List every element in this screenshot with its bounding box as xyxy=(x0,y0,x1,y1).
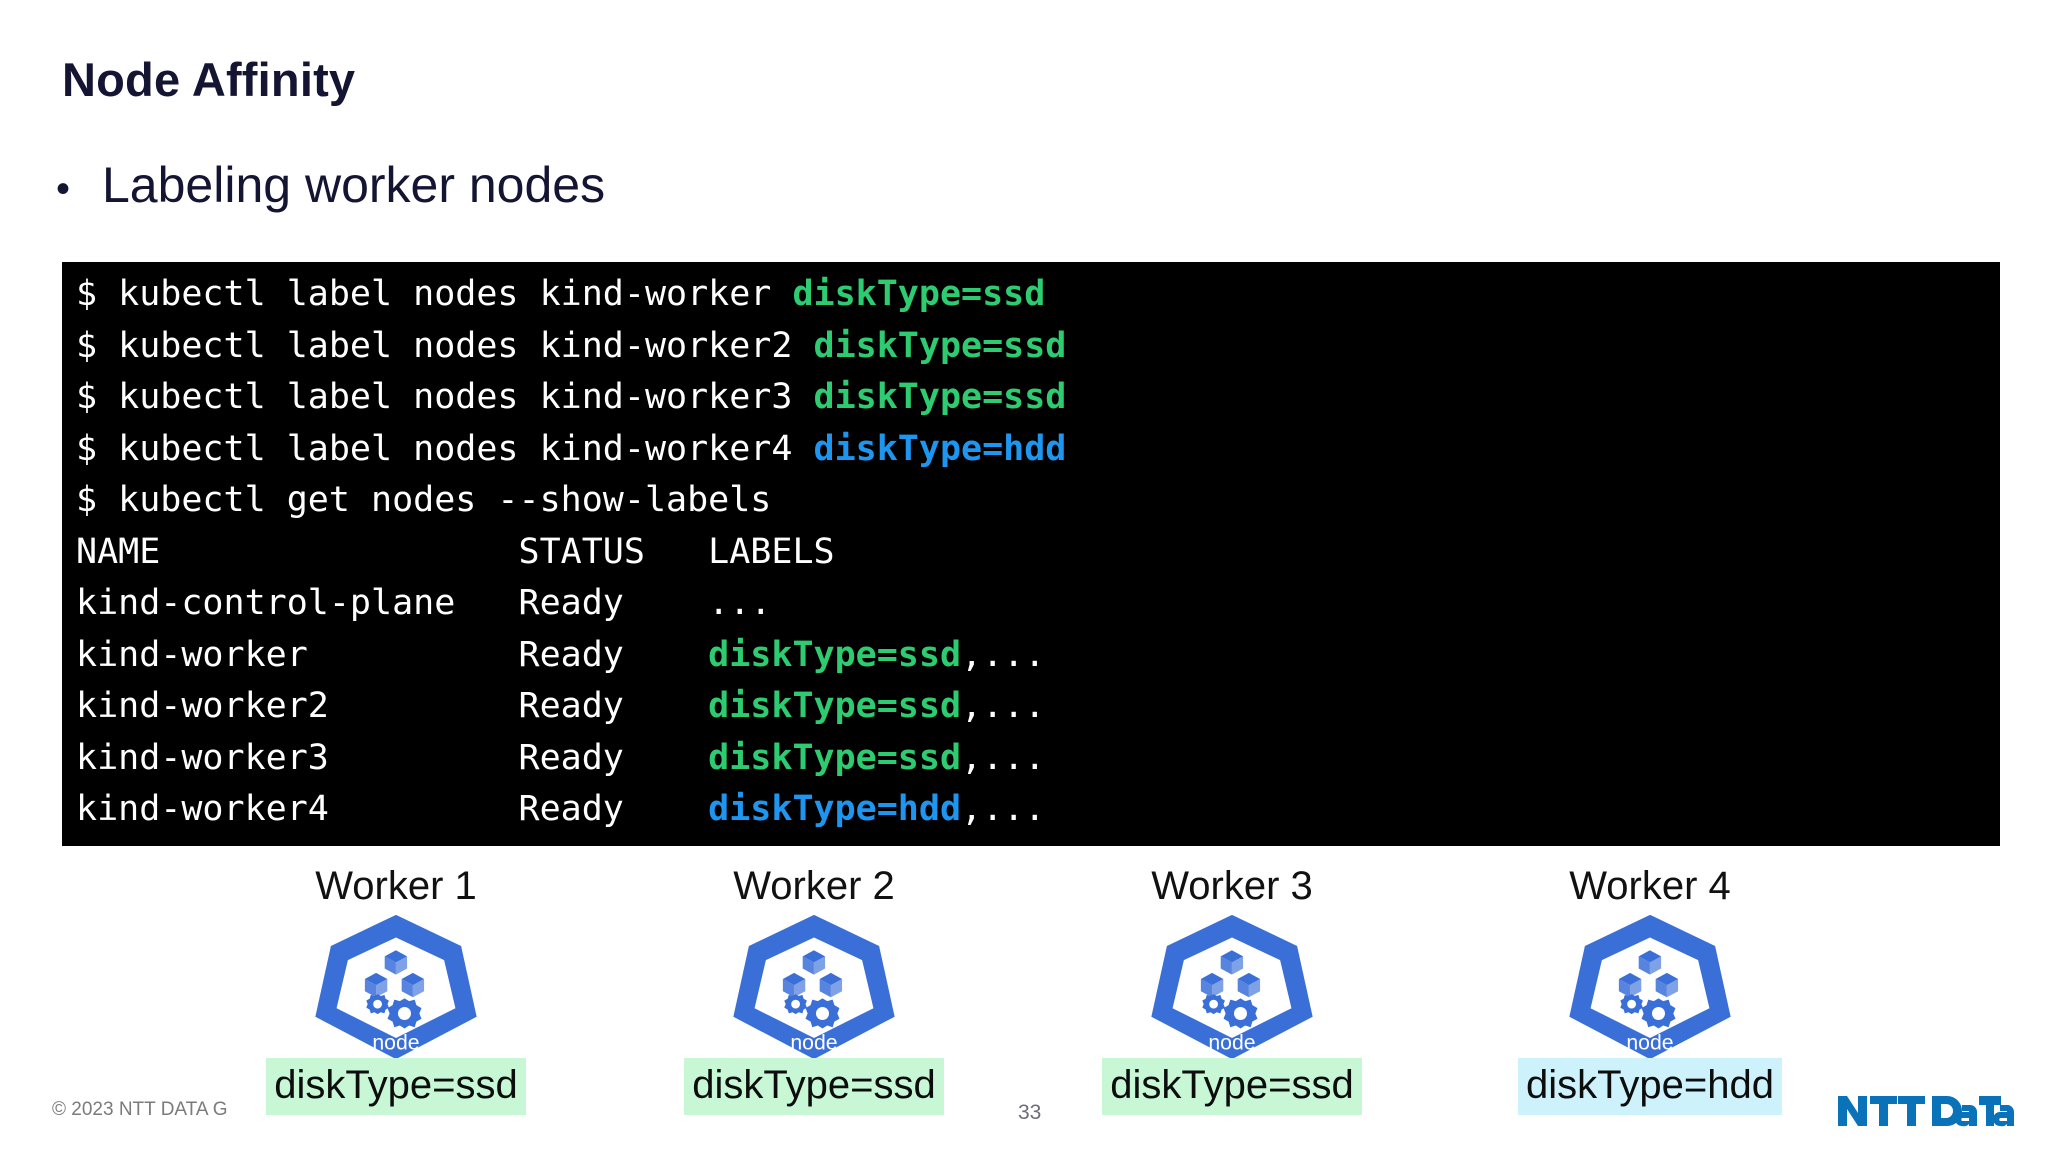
page-title: Node Affinity xyxy=(62,53,356,106)
terminal-line: NAME STATUS LABELS xyxy=(62,527,2000,579)
terminal-token-green: diskType=ssd xyxy=(708,737,962,778)
ntt-data-logo xyxy=(1836,1090,2016,1132)
terminal-line: $ kubectl get nodes --show-labels xyxy=(62,475,2000,527)
worker-node-label-row: diskType=hdd xyxy=(1500,1058,1800,1116)
kubernetes-node-icon-wrapper: node xyxy=(246,912,546,1062)
worker-node-title: Worker 1 xyxy=(315,864,477,908)
terminal-token-plain: $ kubectl label nodes kind-worker4 xyxy=(76,428,814,469)
kubernetes-node-icon-wrapper: node xyxy=(1082,912,1382,1062)
terminal-token-plain: ,... xyxy=(961,737,1046,778)
svg-text:node: node xyxy=(372,1031,419,1054)
page-number: 33 xyxy=(1018,1101,1042,1124)
kubernetes-node-icon-wrapper: node xyxy=(664,912,964,1062)
svg-text:node: node xyxy=(1208,1031,1255,1054)
terminal-token-plain: kind-worker Ready xyxy=(76,634,709,675)
terminal-token-plain: kind-worker4 Ready xyxy=(76,789,709,829)
terminal-line: kind-worker4 Ready diskType=hdd,... xyxy=(62,784,2000,836)
worker-node-card: Worker 3 xyxy=(1082,864,1382,1116)
terminal-line: $ kubectl label nodes kind-worker3 diskT… xyxy=(62,372,2000,424)
worker-node-label-row: diskType=ssd xyxy=(246,1058,546,1116)
kubernetes-node-icon-wrapper: node xyxy=(1500,912,1800,1062)
terminal-token-green: diskType=ssd xyxy=(708,686,962,726)
terminal-token-plain: $ kubectl label nodes kind-worker xyxy=(76,274,793,314)
svg-text:node: node xyxy=(1626,1031,1673,1054)
terminal-token-plain: ,... xyxy=(961,686,1046,726)
kubernetes-node-icon: node xyxy=(315,914,477,1060)
bullet-item: • Labeling worker nodes xyxy=(56,160,605,210)
worker-node-card: Worker 1 xyxy=(246,864,546,1116)
worker-node-disktype-label: diskType=ssd xyxy=(684,1058,944,1116)
terminal-line: kind-worker Ready diskType=ssd,... xyxy=(62,630,2000,682)
terminal-token-green: diskType=ssd xyxy=(792,274,1046,314)
terminal-token-plain: $ kubectl label nodes kind-worker3 xyxy=(76,377,814,417)
kubernetes-node-icon: node xyxy=(1151,914,1313,1060)
kubernetes-node-icon: node xyxy=(733,914,895,1060)
terminal-token-plain: ,... xyxy=(961,634,1046,675)
terminal-token-green: diskType=ssd xyxy=(813,377,1067,417)
worker-node-label-row: diskType=ssd xyxy=(664,1058,964,1116)
worker-node-title: Worker 2 xyxy=(733,864,895,908)
worker-node-title: Worker 3 xyxy=(1151,864,1313,908)
terminal-line: $ kubectl label nodes kind-worker2 diskT… xyxy=(62,321,2000,373)
svg-text:node: node xyxy=(790,1031,837,1054)
terminal-token-blue: diskType=hdd xyxy=(708,789,962,829)
copyright-notice: © 2023 NTT DATA G xyxy=(52,1099,228,1120)
bullet-marker-icon: • xyxy=(56,167,71,211)
terminal-token-plain: kind-worker2 Ready xyxy=(76,686,709,726)
bullet-item-label: Labeling worker nodes xyxy=(102,157,606,213)
worker-node-disktype-label: diskType=ssd xyxy=(1102,1058,1362,1116)
terminal-token-plain: kind-worker3 Ready xyxy=(76,737,709,778)
terminal-token-green: diskType=ssd xyxy=(708,634,962,675)
kubernetes-node-icon: node xyxy=(1569,914,1731,1060)
worker-node-card: Worker 2 xyxy=(664,864,964,1116)
terminal-code-block: $ kubectl label nodes kind-worker diskTy… xyxy=(62,262,2000,846)
terminal-line: $ kubectl label nodes kind-worker diskTy… xyxy=(62,269,2000,321)
terminal-token-blue: diskType=hdd xyxy=(813,428,1067,469)
terminal-line: $ kubectl label nodes kind-worker4 diskT… xyxy=(62,424,2000,476)
terminal-token-plain: kind-control-plane Ready ... xyxy=(76,583,772,623)
terminal-line: kind-worker3 Ready diskType=ssd,... xyxy=(62,733,2000,785)
terminal-token-plain: ,... xyxy=(961,789,1046,829)
terminal-token-plain: $ kubectl get nodes --show-labels xyxy=(76,480,772,520)
worker-node-card: Worker 4 xyxy=(1500,864,1800,1116)
worker-node-title: Worker 4 xyxy=(1569,864,1731,908)
terminal-token-plain: $ kubectl label nodes kind-worker2 xyxy=(76,325,814,366)
terminal-line: kind-worker2 Ready diskType=ssd,... xyxy=(62,681,2000,733)
worker-nodes-row: Worker 1 xyxy=(0,866,2048,1152)
worker-node-label-row: diskType=ssd xyxy=(1082,1058,1382,1116)
terminal-line: kind-control-plane Ready ... xyxy=(62,578,2000,630)
worker-node-disktype-label: diskType=hdd xyxy=(1518,1058,1782,1116)
terminal-token-green: diskType=ssd xyxy=(813,325,1067,366)
worker-node-disktype-label: diskType=ssd xyxy=(266,1058,526,1116)
terminal-token-plain: NAME STATUS LABELS xyxy=(76,531,835,572)
